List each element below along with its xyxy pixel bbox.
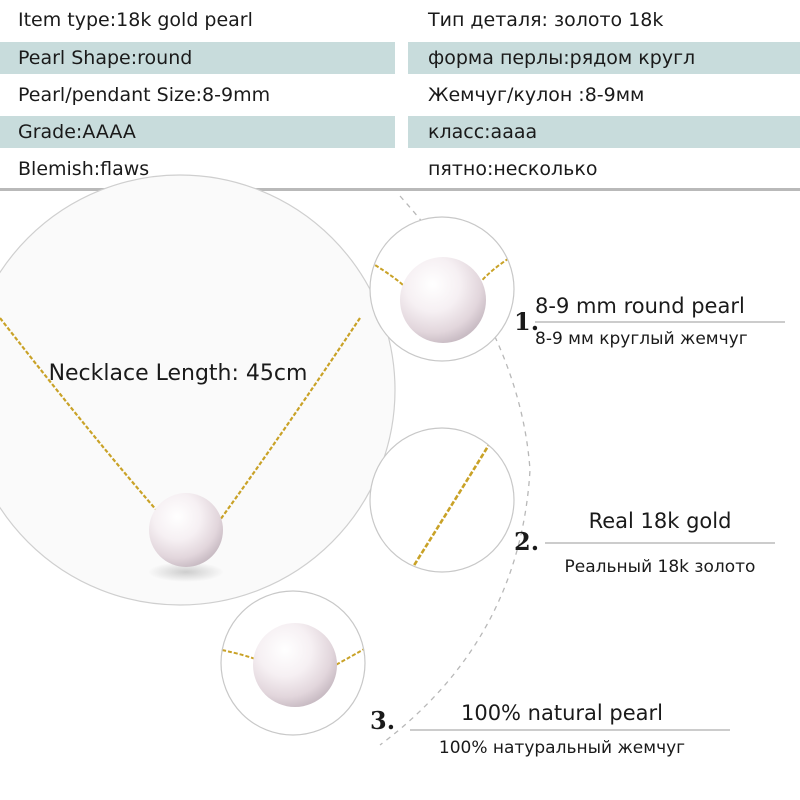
table-bottom-rule <box>0 188 800 191</box>
feature-title-ru: 100% натуральный жемчуг <box>439 738 685 758</box>
spec-en: Item type:18k gold pearl <box>18 9 253 31</box>
spec-row-blemish: Blemish:flaws пятно:несколько <box>0 151 800 187</box>
feature-number: 1. <box>514 307 539 336</box>
feature-title-en: Real 18k gold <box>589 509 732 533</box>
spec-row-size: Pearl/pendant Size:8-9mm Жемчуг/кулон :8… <box>0 77 800 113</box>
feature-title-ru: 8-9 мм круглый жемчуг <box>535 329 748 349</box>
necklace-main-view: Necklace Length: 45cm <box>0 174 396 606</box>
feature-caption-1: 1. 8-9 mm round pearl 8-9 мм круглый жем… <box>514 294 785 349</box>
pearl-icon <box>400 257 486 343</box>
necklace-length-label: Necklace Length: 45cm <box>49 361 308 386</box>
spec-row-grade: Grade:AAAA класс:аааа <box>0 114 800 150</box>
detail-circle-pearl <box>369 216 515 362</box>
spec-ru: пятно:несколько <box>428 158 598 180</box>
feature-title-en: 8-9 mm round pearl <box>535 294 745 318</box>
feature-caption-3: 3. 100% natural pearl 100% натуральный ж… <box>370 701 730 758</box>
detail-circle-natural-pearl <box>220 590 366 736</box>
dashed-guide-arc <box>379 195 531 746</box>
detail-circle-chain <box>369 427 515 573</box>
feature-title-ru: Реальный 18k золото <box>565 557 756 577</box>
feature-title-en: 100% natural pearl <box>461 701 663 725</box>
feature-number: 2. <box>514 527 539 556</box>
spec-en: Pearl Shape:round <box>0 42 395 74</box>
spec-ru: класс:аааа <box>408 116 800 148</box>
spec-en: Blemish:flaws <box>18 158 150 180</box>
feature-caption-2: 2. Real 18k gold Реальный 18k золото <box>514 509 775 577</box>
spec-en: Pearl/pendant Size:8-9mm <box>18 84 271 106</box>
spec-table: Item type:18k gold pearl Тип деталя: зол… <box>0 0 800 191</box>
spec-en: Grade:AAAA <box>0 116 395 148</box>
spec-ru: Жемчуг/кулон :8-9мм <box>428 84 645 106</box>
pearl-icon <box>253 623 337 707</box>
spec-ru: Тип деталя: золото 18k <box>428 9 664 31</box>
spec-ru: форма перлы:рядом кругл <box>408 42 800 74</box>
feature-number: 3. <box>370 706 395 735</box>
spec-row-item-type: Item type:18k gold pearl Тип деталя: зол… <box>0 2 800 38</box>
spec-row-pearl-shape: Pearl Shape:round форма перлы:рядом круг… <box>0 40 800 76</box>
pearl-icon <box>149 493 223 567</box>
